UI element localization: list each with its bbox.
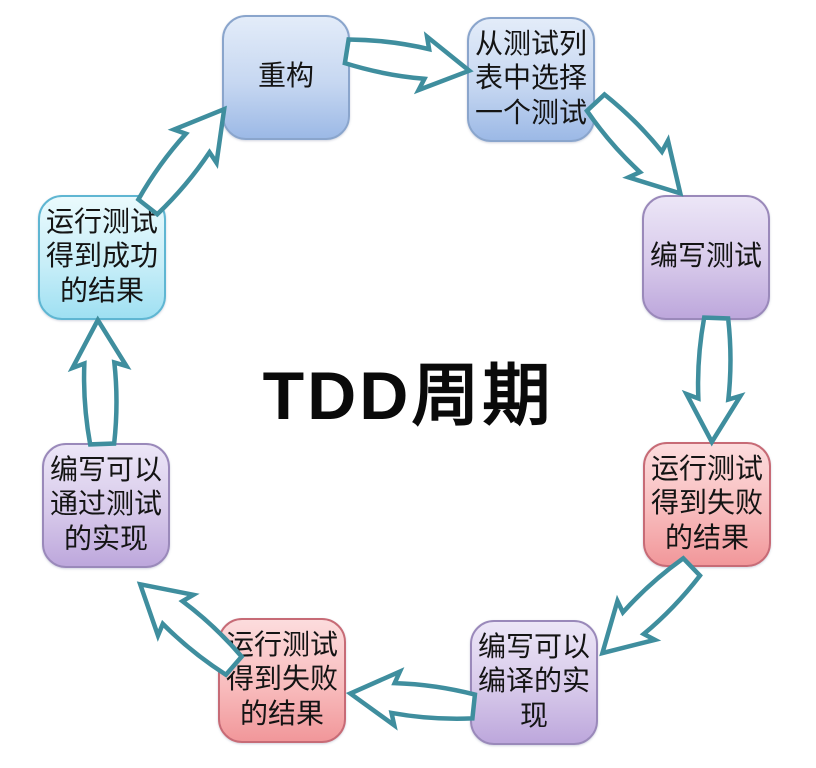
arrow-write-test-to-run-fail (681, 315, 746, 447)
arrow-write-compile-to-run-fail (345, 667, 478, 731)
arrow-write-pass-to-run-success (67, 315, 132, 447)
node-refactor: 重构 (222, 15, 350, 140)
node-run-test-fail-2: 运行测试 得到失败 的结果 (218, 618, 346, 743)
arrow-run-success-to-refactor (135, 105, 227, 218)
arrow-run-fail-to-write-compile (599, 555, 703, 657)
node-write-compile: 编写可以 编译的实 现 (470, 620, 598, 745)
node-write-pass: 编写可以 通过测试 的实现 (42, 443, 170, 568)
arrow-refactor-to-pick-test (342, 31, 474, 95)
node-pick-test: 从测试列 表中选择 一个测试 (467, 17, 595, 142)
arrow-run-fail-to-write-pass (136, 581, 245, 678)
node-write-test: 编写测试 (642, 195, 770, 320)
node-run-test-pass: 运行测试 得到成功 的结果 (38, 195, 166, 320)
arrow-pick-test-to-write-test (583, 91, 684, 197)
diagram-title: TDD周期 (262, 358, 554, 434)
node-run-test-fail-1: 运行测试 得到失败 的结果 (643, 442, 771, 567)
